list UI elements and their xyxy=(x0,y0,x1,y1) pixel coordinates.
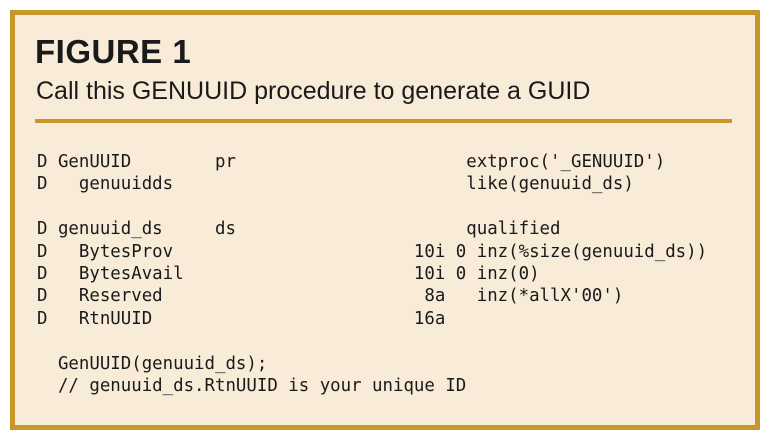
code-line: GenUUID(genuuid_ds); xyxy=(37,353,268,374)
code-line xyxy=(37,196,707,218)
figure-caption: Call this GENUUID procedure to generate … xyxy=(36,77,591,105)
figure-label: FIGURE 1 xyxy=(35,33,192,70)
code-line: D GenUUID pr extproc('_GENUUID') xyxy=(37,152,666,172)
code-line: D BytesProv 10i 0 inz(%size(genuuid_ds)) xyxy=(37,241,708,262)
code-line: D genuuidds like(genuuid_ds) xyxy=(37,174,634,195)
caption-divider xyxy=(35,119,732,123)
code-line: D genuuid_ds ds qualified xyxy=(37,219,561,240)
figure-box: FIGURE 1 Call this GENUUID procedure to … xyxy=(10,10,760,430)
code-line: D Reserved 8a inz(*allX'00') xyxy=(37,286,624,307)
code-block: D GenUUID pr extproc('_GENUUID')D genuui… xyxy=(37,151,707,397)
code-line: D RtnUUID 16a xyxy=(37,308,446,329)
code-line: // genuuid_ds.RtnUUID is your unique ID xyxy=(37,375,467,396)
code-line: D BytesAvail 10i 0 inz(0) xyxy=(37,263,540,284)
code-line xyxy=(37,330,707,352)
